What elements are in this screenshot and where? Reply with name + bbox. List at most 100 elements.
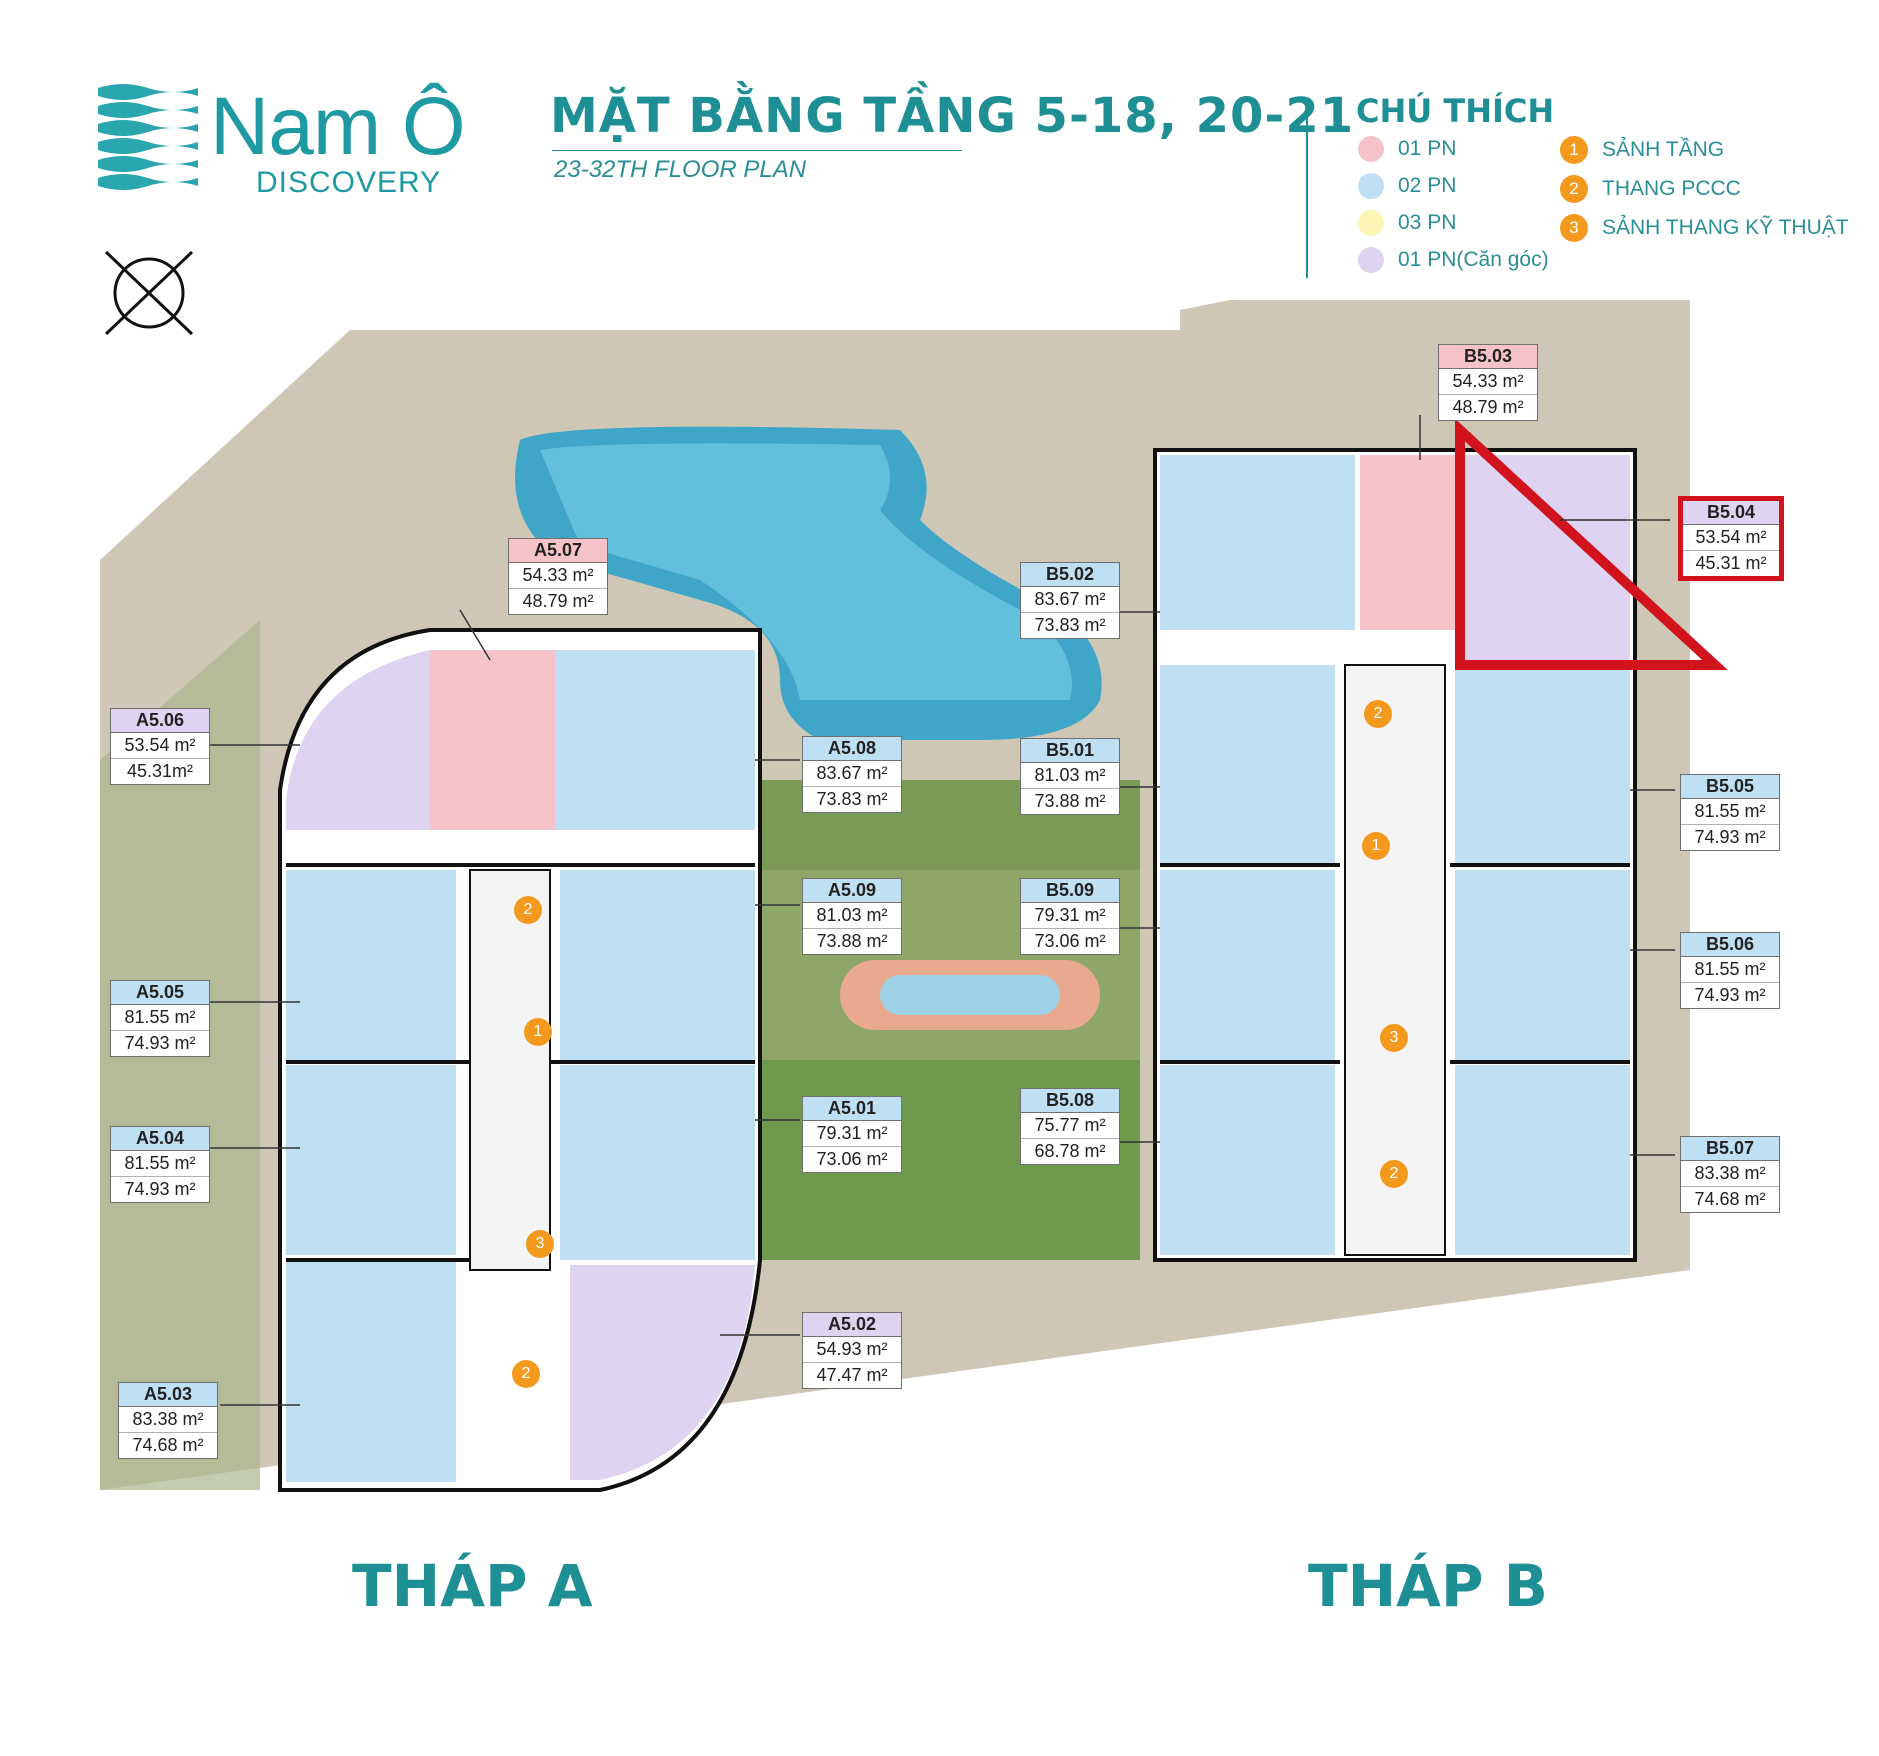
unit-area: 73.88 m² [816, 931, 888, 951]
tower-b-stair-marker: 2 [1364, 700, 1392, 728]
wave-logo-icon [98, 84, 198, 190]
b508-fill [1160, 1065, 1335, 1255]
unit-code: B5.09 [1021, 879, 1119, 903]
b505-fill [1455, 665, 1630, 865]
a506-fill [286, 650, 430, 830]
b504-fill [1465, 455, 1630, 660]
swatch-1pn [1358, 135, 1384, 162]
unit-code: A5.07 [509, 539, 607, 563]
unit-area: 74.93 m² [124, 1179, 196, 1199]
unit-code: A5.04 [111, 1127, 209, 1151]
a509-fill [560, 870, 755, 1060]
logo-name: Nam Ô [210, 81, 466, 172]
legend-item-corner: 01 PN(Căn góc) [1358, 241, 1549, 278]
b507-fill [1455, 1065, 1630, 1255]
unit-area: 81.55 m² [1681, 799, 1779, 825]
a501-fill [560, 1065, 755, 1260]
unit-area: 83.38 m² [119, 1407, 217, 1433]
b509-fill [1160, 870, 1335, 1060]
title-underline [552, 150, 962, 151]
unit-label-b502: B5.02 83.67 m² 73.83 m² [1020, 562, 1120, 639]
tech-marker-icon: 3 [1560, 213, 1588, 242]
unit-area: 83.67 m² [803, 761, 901, 787]
legend-item-tech-lobby: 3 SẢNH THANG KỸ THUẬT [1560, 208, 1849, 247]
unit-area: 73.88 m² [1034, 791, 1106, 811]
unit-code: A5.08 [803, 737, 901, 761]
tower-a-core [469, 869, 551, 1271]
legend-item-fire-stair: 2 THANG PCCC [1560, 169, 1849, 208]
tower-b-lobby-marker: 1 [1362, 832, 1390, 860]
a505-fill [286, 870, 456, 1060]
unit-area: 79.31 m² [803, 1121, 901, 1147]
b502-fill [1160, 455, 1355, 630]
unit-code: B5.03 [1439, 345, 1537, 369]
b506-fill [1455, 870, 1630, 1060]
unit-area: 79.31 m² [1021, 903, 1119, 929]
unit-label-a502: A5.02 54.93 m² 47.47 m² [802, 1312, 902, 1389]
unit-area: 73.83 m² [816, 789, 888, 809]
legend-label: 01 PN(Căn góc) [1398, 247, 1549, 271]
unit-label-b508: B5.08 75.77 m² 68.78 m² [1020, 1088, 1120, 1165]
unit-code: A5.02 [803, 1313, 901, 1337]
legend-item-2pn: 02 PN [1358, 167, 1549, 204]
a503-fill [286, 1262, 456, 1482]
unit-code: B5.05 [1681, 775, 1779, 799]
unit-code: A5.03 [119, 1383, 217, 1407]
unit-area: 81.03 m² [803, 903, 901, 929]
legend-types: 01 PN 02 PN 03 PN 01 PN(Căn góc) [1358, 130, 1549, 278]
a507-fill [430, 650, 555, 830]
unit-code: A5.09 [803, 879, 901, 903]
unit-area: 74.68 m² [1694, 1189, 1766, 1209]
unit-label-a504: A5.04 81.55 m² 74.93 m² [110, 1126, 210, 1203]
unit-label-a506: A5.06 53.54 m² 45.31m² [110, 708, 210, 785]
legend-label: THANG PCCC [1602, 176, 1741, 200]
unit-area: 68.78 m² [1034, 1141, 1106, 1161]
unit-label-b503: B5.03 54.33 m² 48.79 m² [1438, 344, 1538, 421]
unit-area: 74.93 m² [1694, 827, 1766, 847]
unit-code: B5.01 [1021, 739, 1119, 763]
unit-label-b505: B5.05 81.55 m² 74.93 m² [1680, 774, 1780, 851]
unit-area: 74.68 m² [132, 1435, 204, 1455]
unit-area: 75.77 m² [1021, 1113, 1119, 1139]
legend-title: CHÚ THÍCH [1356, 92, 1555, 130]
tower-b-title: THÁP B [1308, 1552, 1548, 1620]
unit-area: 73.06 m² [816, 1149, 888, 1169]
unit-area: 48.79 m² [1452, 397, 1524, 417]
compass-icon [104, 250, 194, 336]
unit-label-b509: B5.09 79.31 m² 73.06 m² [1020, 878, 1120, 955]
unit-label-a508: A5.08 83.67 m² 73.83 m² [802, 736, 902, 813]
tower-a-stair-marker-2: 2 [512, 1360, 540, 1388]
swatch-2pn [1358, 172, 1384, 199]
unit-area: 54.93 m² [803, 1337, 901, 1363]
swatch-3pn [1358, 209, 1384, 236]
legend-facilities: 1 SẢNH TẦNG 2 THANG PCCC 3 SẢNH THANG KỸ… [1560, 130, 1849, 247]
legend-item-lobby: 1 SẢNH TẦNG [1560, 130, 1849, 169]
legend-item-1pn: 01 PN [1358, 130, 1549, 167]
unit-label-b504: B5.04 53.54 m² 45.31 m² [1678, 496, 1784, 581]
tower-a-stair-marker: 2 [514, 896, 542, 924]
unit-code: B5.07 [1681, 1137, 1779, 1161]
unit-area: 81.55 m² [1681, 957, 1779, 983]
tower-a-title: THÁP A [352, 1552, 593, 1620]
swatch-corner [1358, 246, 1384, 273]
legend-label: SẢNH THANG KỸ THUẬT [1602, 215, 1849, 239]
unit-code: B5.04 [1683, 501, 1779, 525]
unit-label-a501: A5.01 79.31 m² 73.06 m² [802, 1096, 902, 1173]
logo: Nam Ô DISCOVERY [98, 80, 468, 200]
page-title: MẶT BẰNG TẦNG 5-18, 20-21 [550, 88, 1355, 144]
unit-area: 73.83 m² [1034, 615, 1106, 635]
tower-a-tech-marker: 3 [526, 1230, 554, 1258]
a504-fill [286, 1065, 456, 1255]
a502-fill [570, 1265, 755, 1480]
unit-label-a503: A5.03 83.38 m² 74.68 m² [118, 1382, 218, 1459]
unit-area: 74.93 m² [124, 1033, 196, 1053]
unit-label-b506: B5.06 81.55 m² 74.93 m² [1680, 932, 1780, 1009]
b501-fill [1160, 665, 1335, 865]
unit-code: A5.05 [111, 981, 209, 1005]
unit-label-a509: A5.09 81.03 m² 73.88 m² [802, 878, 902, 955]
unit-label-a505: A5.05 81.55 m² 74.93 m² [110, 980, 210, 1057]
unit-area: 83.38 m² [1681, 1161, 1779, 1187]
legend-label: 03 PN [1398, 210, 1457, 234]
unit-area: 48.79 m² [522, 591, 594, 611]
